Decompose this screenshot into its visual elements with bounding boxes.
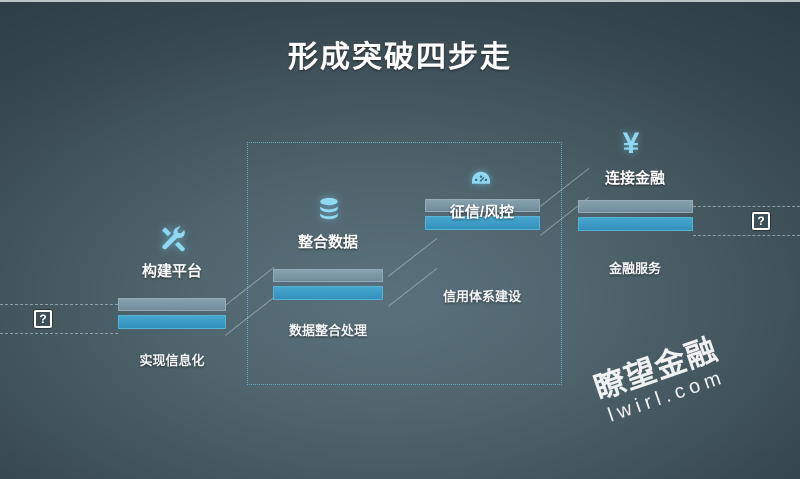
step-4-bar-bottom (578, 217, 693, 231)
broken-image-placeholder-left[interactable]: ? (34, 310, 52, 328)
step-4-caption: 金融服务 (608, 261, 661, 276)
step-1-title: 构建平台 (141, 263, 202, 280)
tail-left-bottom (0, 333, 118, 334)
step-2-bar-top (273, 269, 383, 282)
tools-icon (157, 224, 191, 254)
step-2[interactable] (273, 269, 383, 300)
step-1-bar-bottom (118, 315, 226, 329)
page-title: 形成突破四步走 (288, 41, 512, 74)
gauge-icon (464, 165, 498, 195)
step-2-caption: 数据整合处理 (288, 323, 367, 338)
step-3-bar-bottom (425, 216, 540, 230)
broken-image-placeholder-right[interactable]: ? (752, 212, 770, 230)
tail-right-bottom (693, 235, 800, 236)
placeholder-left-glyph: ? (39, 312, 47, 326)
step-4-bar-top (578, 200, 693, 213)
tail-left-top (0, 304, 118, 305)
step-3-bar-top (425, 199, 540, 212)
watermark-chinese: 瞭望金融 (589, 331, 723, 407)
watermark-domain: lwirl.com (605, 365, 729, 427)
step-3[interactable] (425, 199, 540, 230)
database-icon (312, 194, 346, 224)
step-3-caption: 信用体系建设 (442, 289, 521, 304)
step-1-caption: 实现信息化 (139, 353, 205, 368)
step-4-title: 连接金融 (604, 170, 665, 187)
group-frame (247, 142, 562, 385)
step-1[interactable] (118, 298, 226, 329)
tail-right-top (693, 206, 800, 207)
step-1-bar-top (118, 298, 226, 311)
yen-icon: ¥ (622, 127, 640, 160)
step-2-bar-bottom (273, 286, 383, 300)
step-3-title: 征信/风控 (449, 204, 515, 221)
placeholder-right-glyph: ? (757, 214, 765, 228)
step-2-title: 整合数据 (297, 234, 358, 251)
watermark: 瞭望金融 lwirl.com (590, 289, 800, 428)
step-4[interactable] (578, 200, 693, 231)
